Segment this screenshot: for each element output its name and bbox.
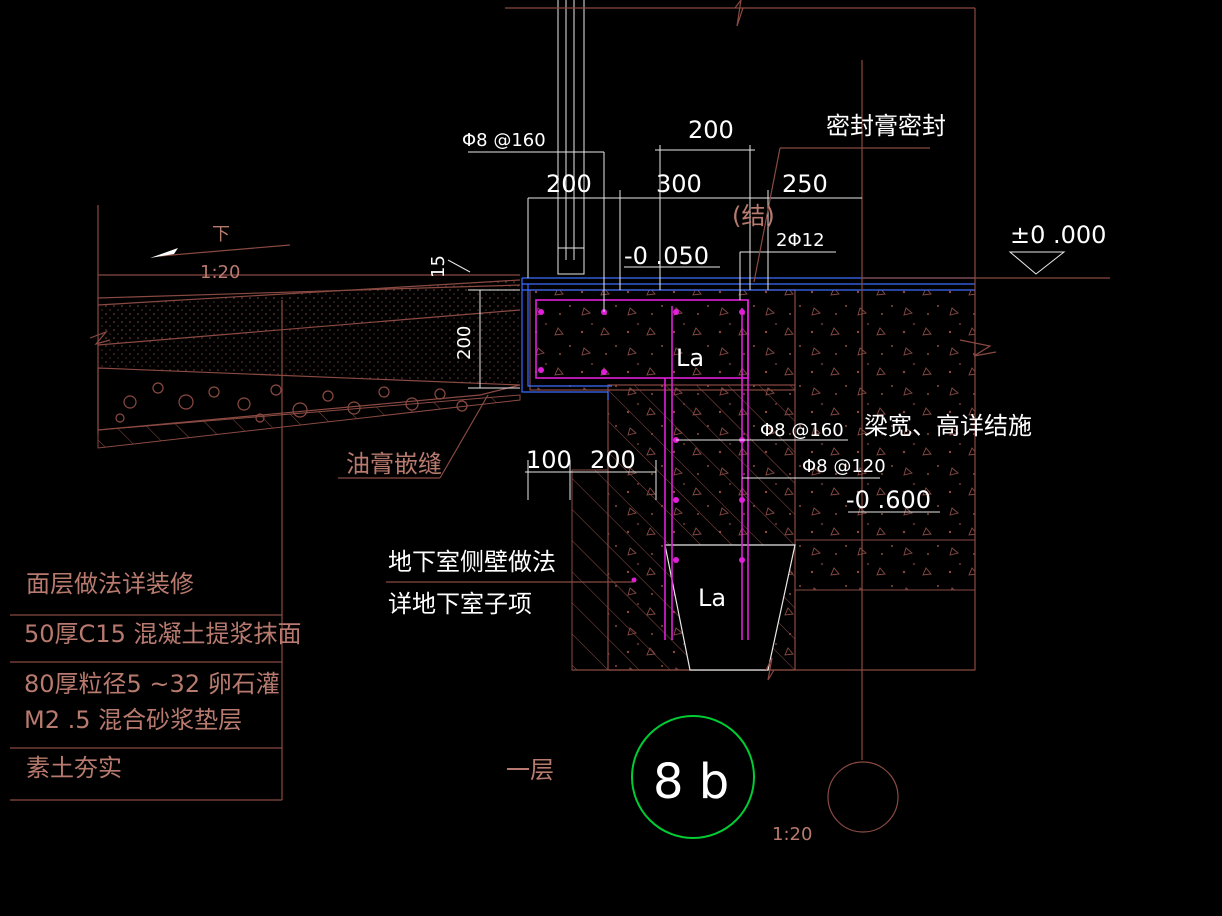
- ground-layers: [89, 205, 521, 449]
- axis-bubble: [827, 761, 899, 833]
- dim-200-bottom: 200: [590, 446, 636, 474]
- beam-note: 梁宽、高详结施: [864, 412, 1032, 440]
- dim-200-top: 200: [688, 116, 734, 144]
- oil-joint-note: 油膏嵌缝: [346, 450, 442, 478]
- la-label-bottom: La: [698, 584, 726, 612]
- rebar-phi8-160: Φ8 @160: [760, 420, 844, 441]
- leader-lines: [338, 259, 634, 583]
- concrete-structure: [529, 289, 976, 671]
- dim-250: 250: [782, 170, 828, 198]
- column-lines: [505, 0, 997, 760]
- legend-layer-5: 素土夯实: [26, 754, 122, 782]
- slope-indicator: 下 1:20: [150, 224, 291, 283]
- slope-ratio-label: 1:20: [200, 262, 240, 283]
- legend-layer-1: 面层做法详装修: [26, 570, 194, 598]
- detail-callout: [631, 715, 899, 839]
- dim-200-vertical: 200: [454, 326, 475, 360]
- elevation-m0050: -0 .050: [624, 242, 709, 270]
- legend-layer-2: 50厚C15 混凝土提浆抹面: [24, 620, 301, 648]
- dim-200: 200: [546, 170, 592, 198]
- rebar-top-label: Φ8 @160: [462, 130, 546, 151]
- legend-layer-3: 80厚粒径5 ~32 卵石灌: [24, 670, 280, 698]
- la-label-top: La: [676, 344, 704, 372]
- elevation-pm0: ±0 .000: [1010, 221, 1106, 249]
- annotation-text: Φ8 @160 密封膏密封 200 200 300 250 (结) 2Φ12 ±…: [24, 112, 1106, 845]
- wall-note-line2: 详地下室子项: [388, 590, 532, 618]
- rebar-cage: [535, 299, 749, 640]
- seal-note: 密封膏密封: [826, 112, 946, 140]
- structure-mark: (结): [732, 202, 775, 230]
- rebar-2phi12: 2Φ12: [776, 230, 825, 251]
- elevation-m0600: -0 .600: [846, 486, 931, 514]
- wall-note-line1: 地下室侧壁做法: [388, 548, 556, 576]
- dimension-lines: [468, 145, 1110, 513]
- dim-15: 15: [428, 255, 449, 278]
- dim-300: 300: [656, 170, 702, 198]
- rebar-phi8-120: Φ8 @120: [802, 456, 886, 477]
- dim-100: 100: [526, 446, 572, 474]
- slope-arrow-label: 下: [212, 224, 230, 245]
- detail-title: 8 b: [653, 754, 729, 810]
- legend-table: [10, 300, 283, 801]
- detail-scale: 1:20: [772, 824, 812, 845]
- legend-layer-4: M2 .5 混合砂浆垫层: [24, 706, 242, 734]
- floor-label: 一层: [506, 756, 554, 784]
